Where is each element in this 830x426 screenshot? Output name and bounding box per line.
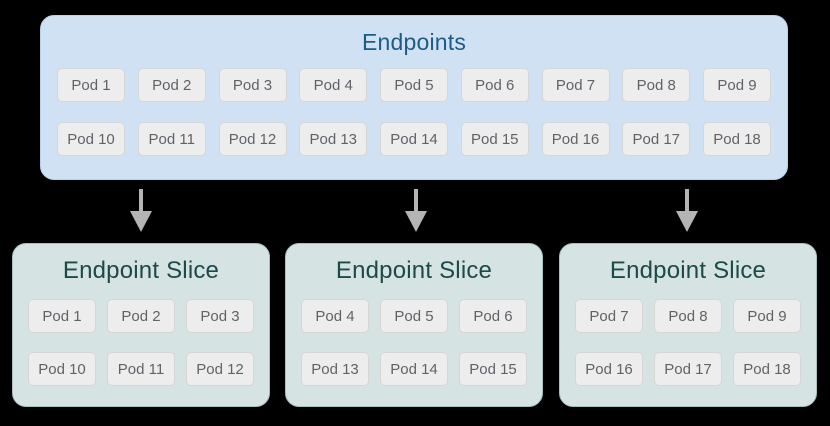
- pod-box: Pod 14: [380, 122, 448, 156]
- slice-pod-row-1: Pod 1 Pod 2 Pod 3: [28, 299, 254, 333]
- endpoints-title: Endpoints: [361, 29, 467, 55]
- pod-box: Pod 7: [541, 68, 610, 102]
- arrow-head: [676, 211, 698, 232]
- pod-box: Pod 12: [218, 122, 287, 156]
- slice-pod-row-1: Pod 4 Pod 5 Pod 6: [301, 299, 527, 333]
- slice-pod-row-2: Pod 13 Pod 14 Pod 15: [301, 352, 527, 386]
- endpoint-slice-container-1: Endpoint Slice Pod 1 Pod 2 Pod 3 Pod 10 …: [12, 243, 270, 407]
- pod-box: Pod 8: [654, 299, 722, 333]
- slice-pod-row-1: Pod 7 Pod 8 Pod 9: [575, 299, 801, 333]
- pod-box: Pod 4: [299, 68, 368, 102]
- slice-pod-row-2: Pod 10 Pod 11 Pod 12: [28, 352, 254, 386]
- pod-box: Pod 17: [654, 352, 722, 386]
- pod-box: Pod 8: [622, 68, 691, 102]
- pod-box: Pod 11: [137, 122, 206, 156]
- pod-box: Pod 5: [380, 299, 448, 333]
- pod-box: Pod 18: [733, 352, 801, 386]
- down-arrow-icon: [676, 189, 698, 233]
- endpoints-pod-row-2: Pod 10 Pod 11 Pod 12 Pod 13 Pod 14 Pod 1…: [57, 122, 771, 156]
- endpoint-slice-title: Endpoint Slice: [609, 257, 767, 284]
- pod-box: Pod 13: [301, 352, 369, 386]
- pod-box: Pod 12: [186, 352, 254, 386]
- endpoints-container: Endpoints Pod 1 Pod 2 Pod 3 Pod 4 Pod 5 …: [40, 15, 788, 180]
- pod-box: Pod 1: [28, 299, 96, 333]
- pod-box: Pod 18: [703, 122, 771, 156]
- pod-box: Pod 9: [733, 299, 801, 333]
- pod-box: Pod 11: [107, 352, 175, 386]
- endpoint-slice-container-2: Endpoint Slice Pod 4 Pod 5 Pod 6 Pod 13 …: [285, 243, 543, 407]
- pod-box: Pod 2: [137, 68, 206, 102]
- pod-box: Pod 9: [703, 68, 771, 102]
- pod-box: Pod 3: [186, 299, 254, 333]
- down-arrow-icon: [405, 189, 427, 233]
- pod-box: Pod 6: [460, 68, 529, 102]
- endpoint-slice-title: Endpoint Slice: [335, 257, 493, 284]
- pod-box: Pod 14: [380, 352, 448, 386]
- pod-box: Pod 6: [459, 299, 527, 333]
- pod-box: Pod 5: [380, 68, 448, 102]
- pod-box: Pod 10: [57, 122, 125, 156]
- pod-box: Pod 7: [575, 299, 643, 333]
- endpoints-pod-row-1: Pod 1 Pod 2 Pod 3 Pod 4 Pod 5 Pod 6 Pod …: [57, 68, 771, 102]
- pod-box: Pod 3: [218, 68, 287, 102]
- arrow-head: [405, 211, 427, 232]
- pod-box: Pod 1: [57, 68, 125, 102]
- slice-pod-row-2: Pod 16 Pod 17 Pod 18: [575, 352, 801, 386]
- pod-box: Pod 17: [622, 122, 691, 156]
- pod-box: Pod 15: [460, 122, 529, 156]
- endpoint-slice-container-3: Endpoint Slice Pod 7 Pod 8 Pod 9 Pod 16 …: [559, 243, 817, 407]
- pod-box: Pod 13: [299, 122, 368, 156]
- pod-box: Pod 4: [301, 299, 369, 333]
- down-arrow-icon: [130, 189, 152, 233]
- arrow-stem: [414, 189, 418, 213]
- arrow-stem: [139, 189, 143, 213]
- arrow-head: [130, 211, 152, 232]
- pod-box: Pod 10: [28, 352, 96, 386]
- pod-box: Pod 16: [541, 122, 610, 156]
- endpoint-slice-title: Endpoint Slice: [62, 257, 220, 284]
- pod-box: Pod 16: [575, 352, 643, 386]
- pod-box: Pod 15: [459, 352, 527, 386]
- arrow-stem: [685, 189, 689, 213]
- pod-box: Pod 2: [107, 299, 175, 333]
